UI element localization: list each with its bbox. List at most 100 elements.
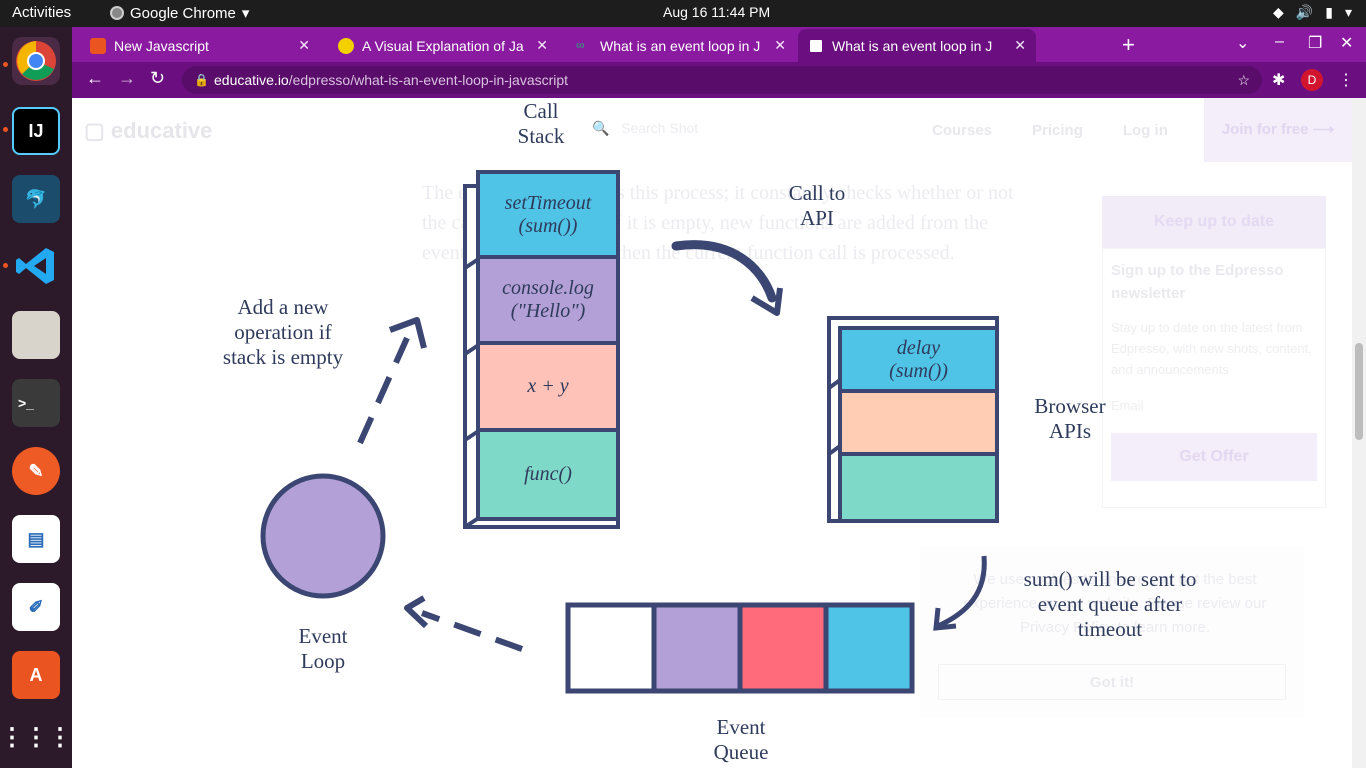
event-loop-label: Event Loop — [298, 624, 348, 673]
api-block-empty — [838, 452, 999, 523]
back-icon[interactable]: ← — [86, 68, 104, 88]
stack-block-console-log — [476, 255, 620, 345]
tab-title: What is an event loop in J — [600, 37, 761, 54]
chrome-dock-icon[interactable] — [12, 37, 60, 85]
postman-icon[interactable]: ✎ — [12, 447, 60, 495]
clock[interactable]: Aug 16 11:44 PM — [663, 4, 771, 20]
page-content: ▢ educative 🔍 Search Shot Courses Pricin… — [72, 98, 1366, 768]
join-label: Join for free — [1221, 121, 1309, 138]
close-icon[interactable]: ✕ — [774, 37, 786, 53]
sent-to-queue-label: sum() will be sent to event queue after … — [1023, 567, 1197, 641]
url-path: /edpresso/what-is-an-event-loop-in-javas… — [288, 72, 569, 88]
newsletter-text: Stay up to date on the latest from Edpre… — [1111, 320, 1312, 377]
close-window-icon[interactable]: ✕ — [1340, 35, 1354, 52]
intellij-icon[interactable]: IJ — [12, 107, 60, 155]
nav-login[interactable]: Log in — [1122, 122, 1168, 139]
arrowhead — [388, 317, 427, 349]
terminal-icon[interactable]: >_ — [12, 379, 60, 427]
arrow-queue-to-loop — [420, 610, 524, 652]
close-icon[interactable]: ✕ — [1014, 37, 1026, 53]
infinity-favicon-icon: ∞ — [576, 37, 585, 52]
chevron-down-icon: ▾ — [241, 5, 250, 22]
stack-block-settimeout — [476, 170, 620, 259]
get-offer-button[interactable]: Get Offer — [1111, 433, 1317, 481]
browser-apis-label: Browser APIs — [1034, 394, 1106, 443]
tab-search-icon[interactable]: ⌄ — [1236, 35, 1250, 52]
page-favicon-icon — [90, 37, 106, 54]
libreoffice-writer-icon[interactable]: ▤ — [12, 515, 60, 563]
join-button[interactable]: Join for free ⟶ — [1204, 98, 1352, 162]
address-bar[interactable]: 🔒 educative.io/edpresso/what-is-an-event… — [182, 66, 1262, 94]
forward-icon[interactable]: → — [118, 68, 136, 88]
files-icon[interactable] — [12, 311, 60, 359]
browser-apis-shape — [827, 316, 999, 523]
search-icon: 🔍 — [592, 120, 610, 136]
arrow-to-queue — [936, 555, 987, 629]
stack-block-func — [476, 428, 620, 521]
page-scrollbar[interactable] — [1352, 98, 1366, 768]
restore-icon[interactable]: ❐ — [1308, 35, 1323, 52]
js-favicon-icon — [338, 37, 354, 54]
site-nav: Courses Pricing Log in — [932, 122, 1168, 139]
event-loop-diagram — [260, 170, 999, 694]
settimeout-text: setTimeout (sum()) — [504, 191, 592, 237]
tab-event-loop-active[interactable]: What is an event loop in J ✕ — [798, 29, 1036, 62]
new-tab-button[interactable]: + — [1122, 32, 1135, 57]
scrollbar-thumb[interactable] — [1355, 343, 1363, 440]
close-icon[interactable]: ✕ — [536, 37, 548, 53]
tab-new-javascript[interactable]: New Javascript ✕ — [80, 29, 320, 62]
tab-visual-explanation[interactable]: A Visual Explanation of Ja ✕ — [328, 29, 558, 62]
add-new-operation-label: Add a new operation if stack is empty — [222, 295, 344, 369]
wifi-icon: ◆ — [1273, 4, 1284, 20]
close-icon[interactable]: ✕ — [298, 37, 310, 53]
event-queue-shape — [565, 602, 915, 694]
arrow-loop-to-stack — [357, 336, 410, 445]
minimize-icon[interactable]: – — [1275, 33, 1284, 50]
x-plus-y-text: x + y — [527, 375, 569, 397]
mysql-workbench-icon[interactable]: 🐬 — [12, 175, 60, 223]
chrome-small-icon — [110, 6, 124, 20]
site-logo-text: educative — [110, 118, 213, 143]
system-tray[interactable]: ◆ 🔊 ▮ ▾ — [1273, 4, 1352, 21]
chevron-down-icon: ▾ — [1344, 4, 1352, 20]
menu-kebab-icon[interactable]: ⋮ — [1338, 72, 1354, 89]
tab-strip: New Javascript ✕ A Visual Explanation of… — [72, 27, 1366, 62]
newsletter-header: Keep up to date — [1102, 196, 1326, 248]
running-indicator — [3, 263, 8, 268]
bookmark-star-icon[interactable]: ☆ — [1237, 72, 1250, 88]
nav-pricing[interactable]: Pricing — [1032, 122, 1083, 139]
arrow-call-to-api — [671, 240, 777, 303]
arrowhead — [933, 607, 957, 631]
got-it-button[interactable]: Got it! — [938, 664, 1286, 700]
console-log-text: console.log ("Hello") — [502, 277, 594, 322]
site-logo[interactable]: ▢ educative — [84, 118, 213, 143]
newsletter-panel: Keep up to date Sign up to the Edpresso … — [1102, 196, 1326, 508]
extensions-icon[interactable]: ✱ — [1272, 72, 1286, 89]
event-queue-label: Event Queue — [713, 715, 769, 764]
vscode-icon[interactable] — [12, 242, 60, 290]
system-top-bar: Activities Google Chrome ▾ Aug 16 11:44 … — [0, 0, 1366, 27]
call-to-api-label: Call to API — [788, 181, 846, 230]
show-apps-icon[interactable]: ⋮⋮⋮ — [0, 723, 72, 751]
site-search[interactable]: 🔍 Search Shot — [592, 120, 698, 137]
newsletter-title: Sign up to the Edpresso newsletter — [1111, 262, 1284, 302]
call-stack-label-text: Call Stack — [517, 99, 565, 148]
nav-courses[interactable]: Courses — [932, 122, 993, 139]
queue-slot-red — [737, 602, 829, 694]
profile-avatar[interactable]: D — [1301, 69, 1323, 91]
call-stack-label: Call Stack — [497, 99, 585, 149]
dock: IJ 🐬 >_ ✎ ▤ ✐ A ⋮⋮⋮ — [0, 27, 72, 768]
queue-slot-blue — [823, 602, 915, 694]
educative-favicon-icon — [808, 37, 824, 54]
arrowhead — [404, 595, 429, 629]
reload-icon[interactable]: ↻ — [150, 68, 166, 88]
activities-button[interactable]: Activities — [12, 4, 72, 21]
queue-slot-purple — [651, 602, 743, 694]
app-menu[interactable]: Google Chrome ▾ — [110, 4, 249, 22]
tab-event-loop-1[interactable]: ∞ What is an event loop in J ✕ — [566, 29, 796, 62]
ubuntu-software-icon[interactable]: A — [12, 651, 60, 699]
tab-title: A Visual Explanation of Ja — [362, 37, 524, 54]
email-field[interactable]: Email — [1111, 398, 1144, 413]
text-editor-icon[interactable]: ✐ — [12, 583, 60, 631]
stack-block-x-plus-y — [476, 341, 620, 432]
